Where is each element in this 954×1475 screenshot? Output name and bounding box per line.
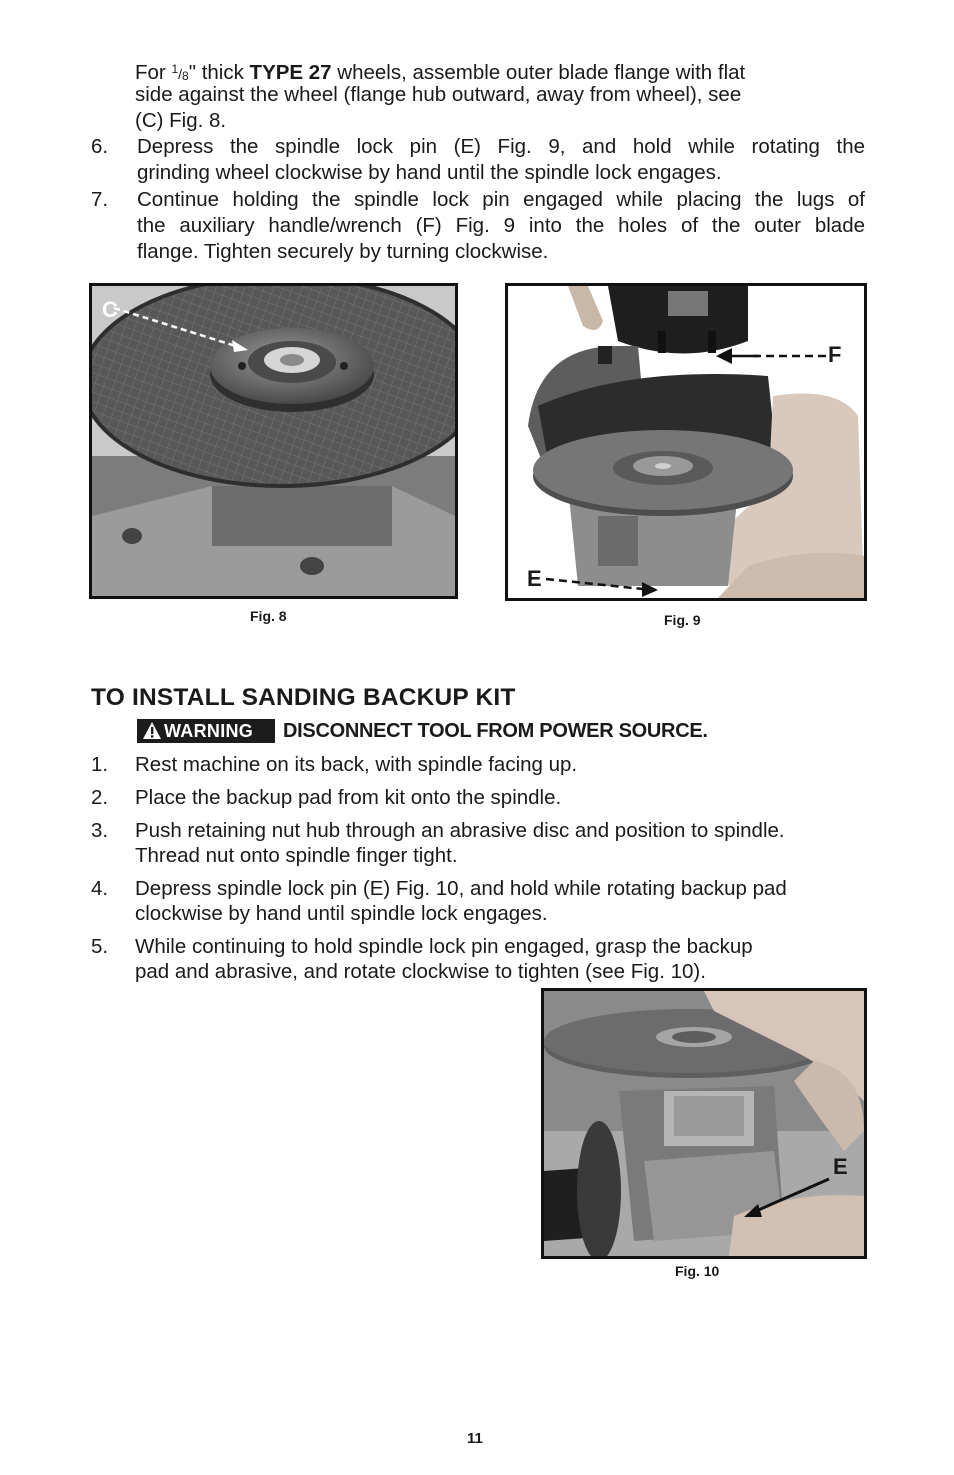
kit-step-5-number: 5. — [91, 935, 109, 958]
warning-triangle-icon — [142, 721, 162, 740]
kit-step-3-number: 3. — [91, 819, 109, 842]
kit-step-3-line-2: Thread nut onto spindle finger tight. — [135, 844, 458, 867]
figure-9-caption: Fig. 9 — [664, 612, 701, 628]
kit-step-4-line-1: Depress spindle lock pin (E) Fig. 10, an… — [135, 877, 787, 900]
kit-step-4-line-2: clockwise by hand until spindle lock eng… — [135, 902, 548, 925]
kit-step-2-number: 2. — [91, 786, 109, 809]
intro-line-1: For 1/8" thick TYPE 27 wheels, assemble … — [135, 61, 746, 84]
warning-badge: WARNING — [137, 719, 275, 743]
figure-9-illustration — [508, 286, 864, 598]
callout-c-label: C — [102, 297, 118, 322]
callout-e-arrow — [755, 1177, 830, 1213]
step-7-line-3: flange. Tighten securely by turning cloc… — [137, 240, 549, 263]
warning-label: WARNING — [164, 721, 254, 741]
callout-e-label: E — [527, 566, 542, 591]
step-7-line-1: Continue holding the spindle lock pin en… — [137, 188, 865, 211]
figure-10-photo: E — [541, 988, 867, 1259]
figure-8-photo: C — [89, 283, 458, 599]
figure-10-caption: Fig. 10 — [675, 1263, 720, 1279]
callout-e-arrow — [545, 577, 644, 591]
callout-e-label: E — [833, 1154, 848, 1179]
figure-8-illustration — [92, 286, 455, 596]
step-6-line-2: grinding wheel clockwise by hand until t… — [137, 161, 722, 184]
kit-step-1-line-1: Rest machine on its back, with spindle f… — [135, 753, 578, 776]
section-heading: TO INSTALL SANDING BACKUP KIT — [91, 684, 516, 711]
intro-line-2: side against the wheel (flange hub outwa… — [135, 83, 742, 106]
page-number: 11 — [467, 1430, 483, 1447]
kit-step-3-line-1: Push retaining nut hub through an abrasi… — [135, 819, 785, 842]
figure-8-caption: Fig. 8 — [250, 608, 287, 624]
kit-step-5-line-1: While continuing to hold spindle lock pi… — [135, 935, 753, 958]
kit-step-5-line-2: pad and abrasive, and rotate clockwise t… — [135, 960, 706, 983]
step-6-line-1: Depress the spindle lock pin (E) Fig. 9,… — [137, 135, 865, 158]
kit-step-1-number: 1. — [91, 753, 109, 776]
figure-10-illustration — [544, 991, 864, 1256]
step-6-number: 6. — [91, 135, 109, 158]
callout-c-arrow — [113, 306, 243, 350]
figure-9-photo: F E — [505, 283, 867, 601]
step-7-number: 7. — [91, 188, 109, 211]
warning-text: DISCONNECT TOOL FROM POWER SOURCE. — [283, 720, 708, 742]
callout-f-label: F — [828, 342, 842, 367]
kit-step-2-line-1: Place the backup pad from kit onto the s… — [135, 786, 562, 809]
step-7-line-2: the auxiliary handle/wrench (F) Fig. 9 i… — [137, 214, 865, 237]
kit-step-4-number: 4. — [91, 877, 109, 900]
intro-line-3: (C) Fig. 8. — [135, 109, 227, 132]
